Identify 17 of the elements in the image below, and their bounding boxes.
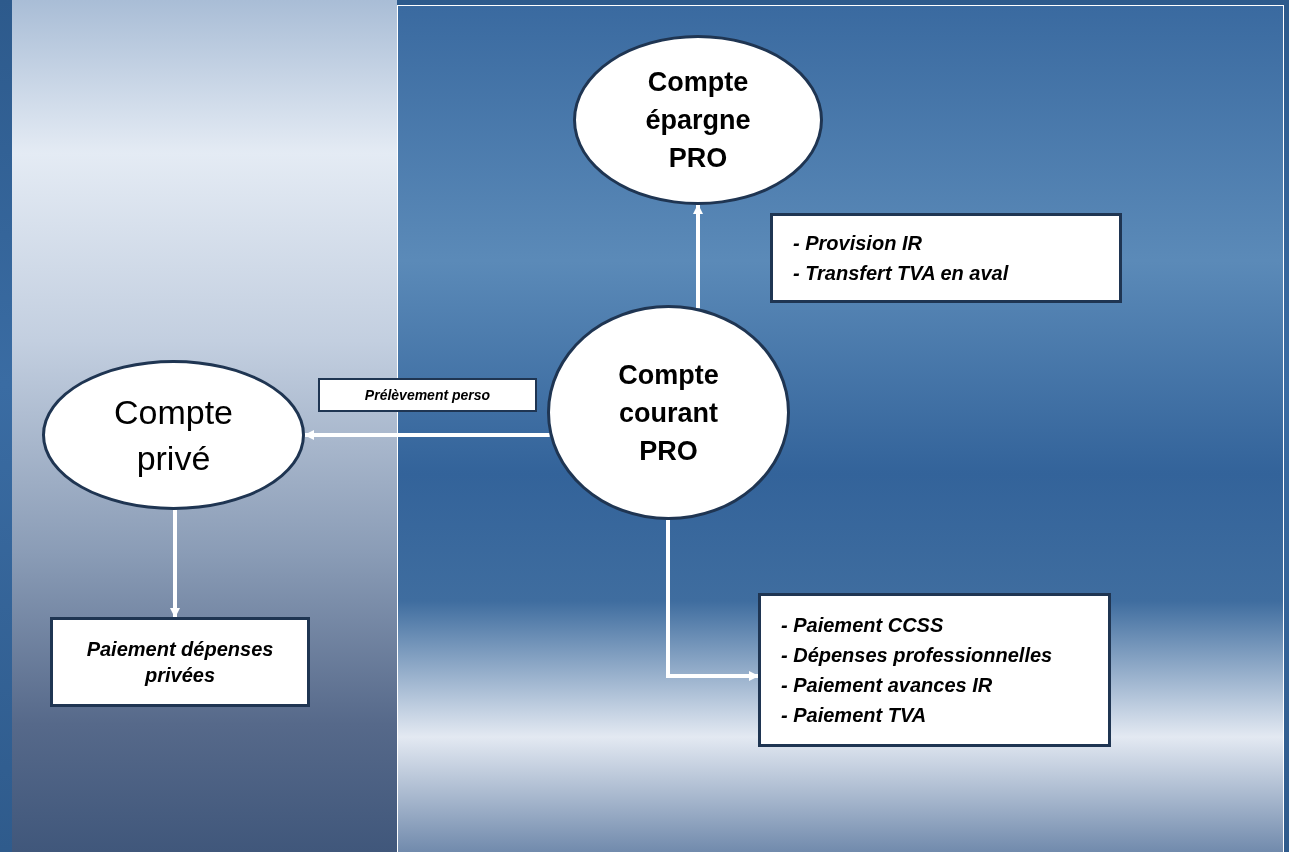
box-text: - Paiement CCSS	[781, 613, 944, 638]
ellipse-text: Compte courant PRO	[617, 358, 720, 468]
box-text: - Transfert TVA en aval	[793, 261, 1009, 286]
note-box	[770, 213, 1122, 303]
note-box	[758, 593, 1111, 747]
note-box	[50, 617, 310, 707]
box-text: - Paiement TVA	[781, 703, 927, 728]
box-text: Paiement dépenses privées	[85, 637, 275, 688]
ellipse-text: Compte épargne PRO	[644, 66, 752, 175]
box-text: - Dépenses professionnelles	[781, 643, 1053, 668]
arrow	[304, 430, 550, 440]
edge-label: Prélèvement perso	[318, 378, 537, 412]
arrow	[170, 510, 180, 618]
box-text: - Provision IR	[793, 231, 922, 256]
arrow	[666, 520, 759, 681]
ellipse-text: Compte privé	[112, 392, 235, 479]
box-text: - Paiement avances IR	[781, 673, 993, 698]
